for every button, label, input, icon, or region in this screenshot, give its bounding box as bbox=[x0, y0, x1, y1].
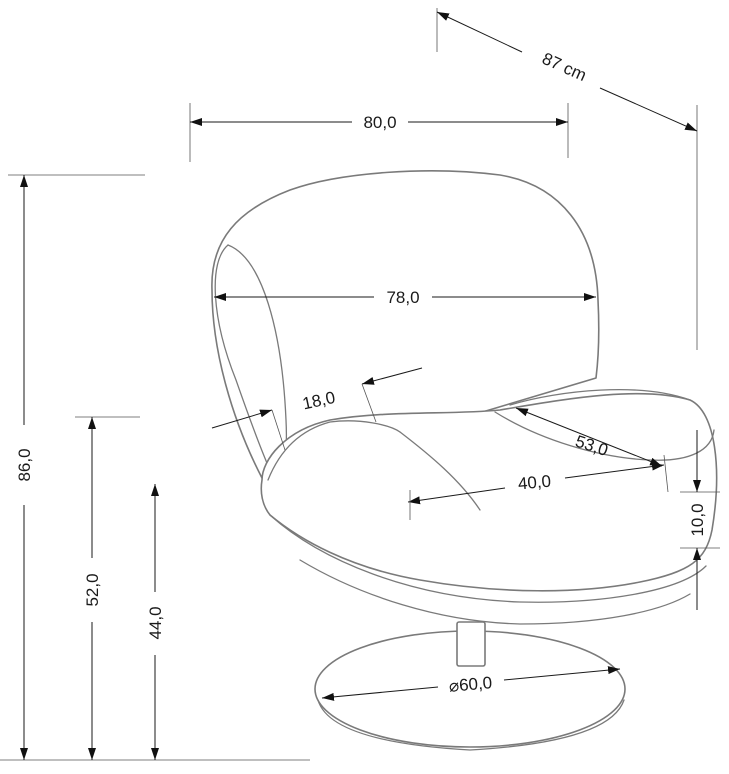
dim-seat-depth-line-b bbox=[564, 462, 665, 479]
label-seat-height: 44,0 bbox=[146, 606, 165, 639]
dim-armrest-thickness-left bbox=[211, 409, 273, 429]
label-seat-thickness: 10,0 bbox=[688, 503, 707, 536]
chair-shell bbox=[211, 170, 600, 479]
label-width-overall: 80,0 bbox=[363, 113, 396, 132]
label-seat-depth: 40,0 bbox=[517, 472, 552, 494]
dim-base-diameter-line-b bbox=[503, 666, 621, 681]
label-width-back: 78,0 bbox=[386, 288, 419, 307]
chair-right-armrest-top bbox=[509, 389, 691, 406]
dim-depth-overall-line-a bbox=[436, 11, 523, 53]
chair-seat-band-lower bbox=[299, 559, 691, 625]
chair-left-armrest bbox=[267, 420, 401, 481]
label-base-diameter: ⌀60,0 bbox=[448, 673, 493, 696]
chair-stem bbox=[456, 621, 486, 667]
label-depth-overall: 87 cm bbox=[539, 49, 589, 85]
chair-side-panel bbox=[214, 244, 271, 471]
chair-seat-band bbox=[269, 514, 707, 603]
dim-depth-overall-line-b bbox=[599, 87, 698, 132]
dim-armrest-thickness-right bbox=[361, 367, 423, 385]
chair-seat-cushion bbox=[260, 392, 718, 592]
chair-base-rim bbox=[317, 699, 625, 751]
label-height-overall: 86,0 bbox=[15, 448, 34, 481]
dim-seat-depth-line-a bbox=[407, 487, 506, 505]
dim-base-diameter-line-a bbox=[321, 686, 439, 701]
dim-armrest-length-line bbox=[515, 407, 663, 467]
label-armrest-height: 52,0 bbox=[83, 573, 102, 606]
dimension-lines bbox=[20, 11, 701, 760]
chair-seat-crease bbox=[399, 431, 481, 511]
chair-drawing bbox=[211, 170, 718, 751]
